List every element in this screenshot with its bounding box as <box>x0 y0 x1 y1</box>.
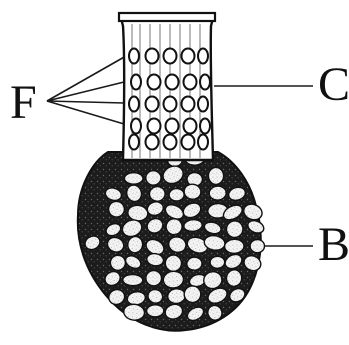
sphere-lump <box>224 239 244 254</box>
sphere-lump <box>209 186 227 201</box>
pore <box>129 49 139 64</box>
pore <box>184 75 197 90</box>
pore <box>131 75 141 90</box>
label-f: F <box>10 79 37 127</box>
pore <box>200 119 210 134</box>
leader-f-4 <box>47 101 124 124</box>
pore <box>131 119 141 134</box>
pore <box>166 119 179 134</box>
leader-f-1 <box>47 56 126 101</box>
label-c: C <box>318 61 349 109</box>
pore <box>146 97 159 112</box>
sphere-lump <box>208 167 224 185</box>
pore <box>164 97 177 112</box>
pore <box>146 49 159 64</box>
sphere-lump <box>169 188 185 201</box>
pore <box>129 97 139 112</box>
sphere-lump <box>186 257 202 271</box>
pore <box>148 75 161 90</box>
pore <box>184 119 197 134</box>
pore <box>164 49 177 64</box>
pore <box>129 135 139 150</box>
sphere-lump <box>146 171 161 186</box>
pore <box>182 49 195 64</box>
sphere-lump <box>124 173 143 184</box>
sphere-lump <box>250 239 265 253</box>
pore <box>198 135 208 150</box>
sphere-lump <box>146 271 162 286</box>
pore <box>146 135 159 150</box>
pore <box>166 75 179 90</box>
tube <box>119 13 215 160</box>
sphere-lump <box>210 256 225 268</box>
sphere-lump <box>123 274 143 286</box>
tube-rim <box>119 13 215 21</box>
leader-f-3 <box>47 101 124 103</box>
pore <box>182 135 195 150</box>
pore <box>148 119 161 134</box>
sphere-lump <box>146 305 163 317</box>
pore <box>164 135 177 150</box>
pore <box>198 97 208 112</box>
label-b: B <box>318 221 349 269</box>
lumpy-sphere <box>78 150 266 331</box>
pore <box>182 97 195 112</box>
pore <box>200 75 210 90</box>
leader-f-2 <box>47 82 124 101</box>
pore <box>198 49 208 64</box>
